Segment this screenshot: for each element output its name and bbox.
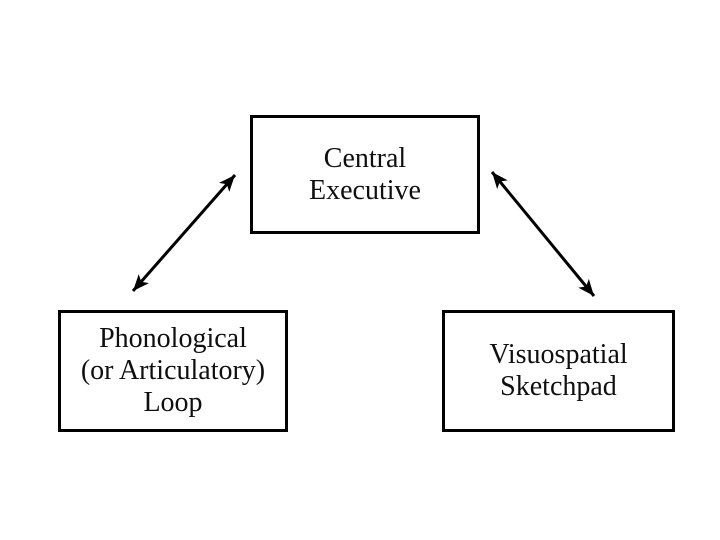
arrow-central-to-phonological [131,174,237,292]
node-phonological-loop-line1: Phonological [99,323,247,354]
node-phonological-loop: Phonological (or Articulatory) Loop [58,310,288,432]
node-central-executive-line2: Executive [309,174,421,206]
node-central-executive: Central Executive [250,115,480,234]
node-visuospatial-sketchpad-line2: Sketchpad [500,371,617,402]
node-visuospatial-sketchpad-line1: Visuospatial [489,339,628,370]
arrow-central-to-visuospatial [490,171,596,297]
node-phonological-loop-line3: Loop [143,387,203,418]
node-phonological-loop-line2: (or Articulatory) [80,355,266,386]
node-visuospatial-sketchpad: Visuospatial Sketchpad [442,310,675,432]
node-central-executive-line1: Central [323,142,407,174]
